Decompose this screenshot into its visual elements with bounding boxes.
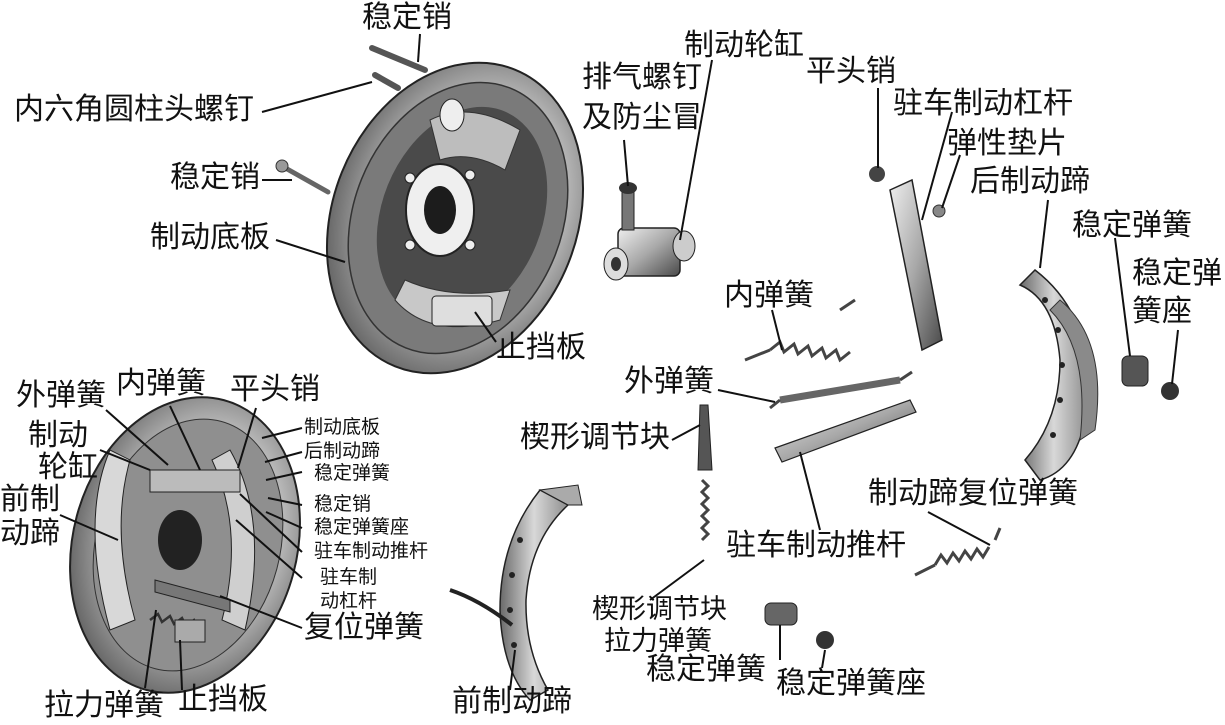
label-shoe-return-spring: 制动蹄复位弹簧 <box>868 476 1078 511</box>
label-rear-brake-shoe: 后制动蹄 <box>970 164 1090 199</box>
label-assembled-front-shoe-1: 前制 <box>0 482 60 517</box>
label-assembled-stabilizer-pin: 稳定销 <box>314 493 372 515</box>
label-wedge-block: 楔形调节块 <box>520 420 670 455</box>
label-stabilizer-pin-left: 稳定销 <box>170 160 260 195</box>
label-assembled-brake-plate: 制动底板 <box>304 416 381 438</box>
label-wedge-tension-spring-2: 拉力弹簧 <box>604 626 712 657</box>
label-wheel-cylinder: 制动轮缸 <box>684 28 804 63</box>
label-assembled-wheel-cylinder-2: 轮缸 <box>38 450 98 485</box>
label-stabilizer-seat-right-2: 簧座 <box>1132 294 1192 329</box>
label-stabilizer-seat-right-1: 稳定弹 <box>1132 256 1222 291</box>
label-stabilizer-spring-right: 稳定弹簧 <box>1072 208 1192 243</box>
parking-lever-graphic <box>869 166 946 352</box>
return-spring-graphic <box>914 527 1002 577</box>
label-assembled-stop-plate: 止挡板 <box>178 682 268 717</box>
label-stop-plate-top: 止挡板 <box>496 330 586 365</box>
label-parking-lever: 驻车制动杠杆 <box>893 86 1073 121</box>
label-brake-backing-plate: 制动底板 <box>150 220 270 255</box>
label-bleeder-screw-1: 排气螺钉 <box>582 60 702 95</box>
wheel-cylinder-graphic <box>603 182 696 281</box>
label-assembled-flat-pin: 平头销 <box>230 372 320 407</box>
leader-lines <box>59 33 1179 691</box>
label-assembled-front-shoe-2: 动蹄 <box>0 516 60 551</box>
label-assembled-parking-push-rod: 驻车制动推杆 <box>314 540 429 562</box>
stabilizer-pin-graphic <box>275 45 428 195</box>
label-assembled-rear-shoe: 后制动蹄 <box>304 440 381 462</box>
label-flat-head-pin: 平头销 <box>806 54 896 89</box>
assembled-brake-graphic <box>69 396 301 694</box>
label-assembled-wheel-cylinder-1: 制动 <box>28 418 88 453</box>
label-stabilizer-spring-bottom: 稳定弹簧 <box>646 652 766 687</box>
label-outer-spring: 外弹簧 <box>624 364 714 399</box>
label-assembled-inner-spring: 内弹簧 <box>116 366 206 401</box>
rear-shoe-graphic <box>1018 269 1099 481</box>
label-elastic-pad: 弹性垫片 <box>947 126 1067 161</box>
label-assembled-outer-spring: 外弹簧 <box>16 378 106 413</box>
label-assembled-parking-lever-2: 动杠杆 <box>320 590 378 612</box>
label-assembled-tension-spring: 拉力弹簧 <box>44 688 164 723</box>
stabilizer-spring-bottom-graphic <box>764 602 834 649</box>
label-assembled-stabilizer-spring: 稳定弹簧 <box>314 462 391 484</box>
springs-graphic <box>744 298 913 410</box>
label-inner-spring: 内弹簧 <box>724 278 814 313</box>
label-bleeder-screw-2: 及防尘冒 <box>582 100 702 135</box>
backing-plate-graphic <box>325 61 585 375</box>
label-hex-socket-bolt: 内六角圆柱头螺钉 <box>14 92 254 127</box>
stabilizer-spring-right-graphic <box>1121 355 1179 400</box>
park-push-rod-graphic <box>774 399 917 463</box>
label-wedge-tension-spring-1: 楔形调节块 <box>592 594 727 625</box>
front-shoe-graphic <box>449 484 583 701</box>
label-parking-push-rod: 驻车制动推杆 <box>726 528 906 563</box>
label-assembled-stabilizer-seat: 稳定弹簧座 <box>314 516 410 538</box>
wedge-graphic <box>697 404 713 542</box>
label-front-brake-shoe: 前制动蹄 <box>452 684 572 719</box>
label-stabilizer-pin-top: 稳定销 <box>362 0 452 35</box>
label-assembled-return-spring: 复位弹簧 <box>304 610 424 645</box>
label-stabilizer-seat-bottom: 稳定弹簧座 <box>776 666 926 701</box>
label-assembled-parking-lever-1: 驻车制 <box>320 566 378 588</box>
